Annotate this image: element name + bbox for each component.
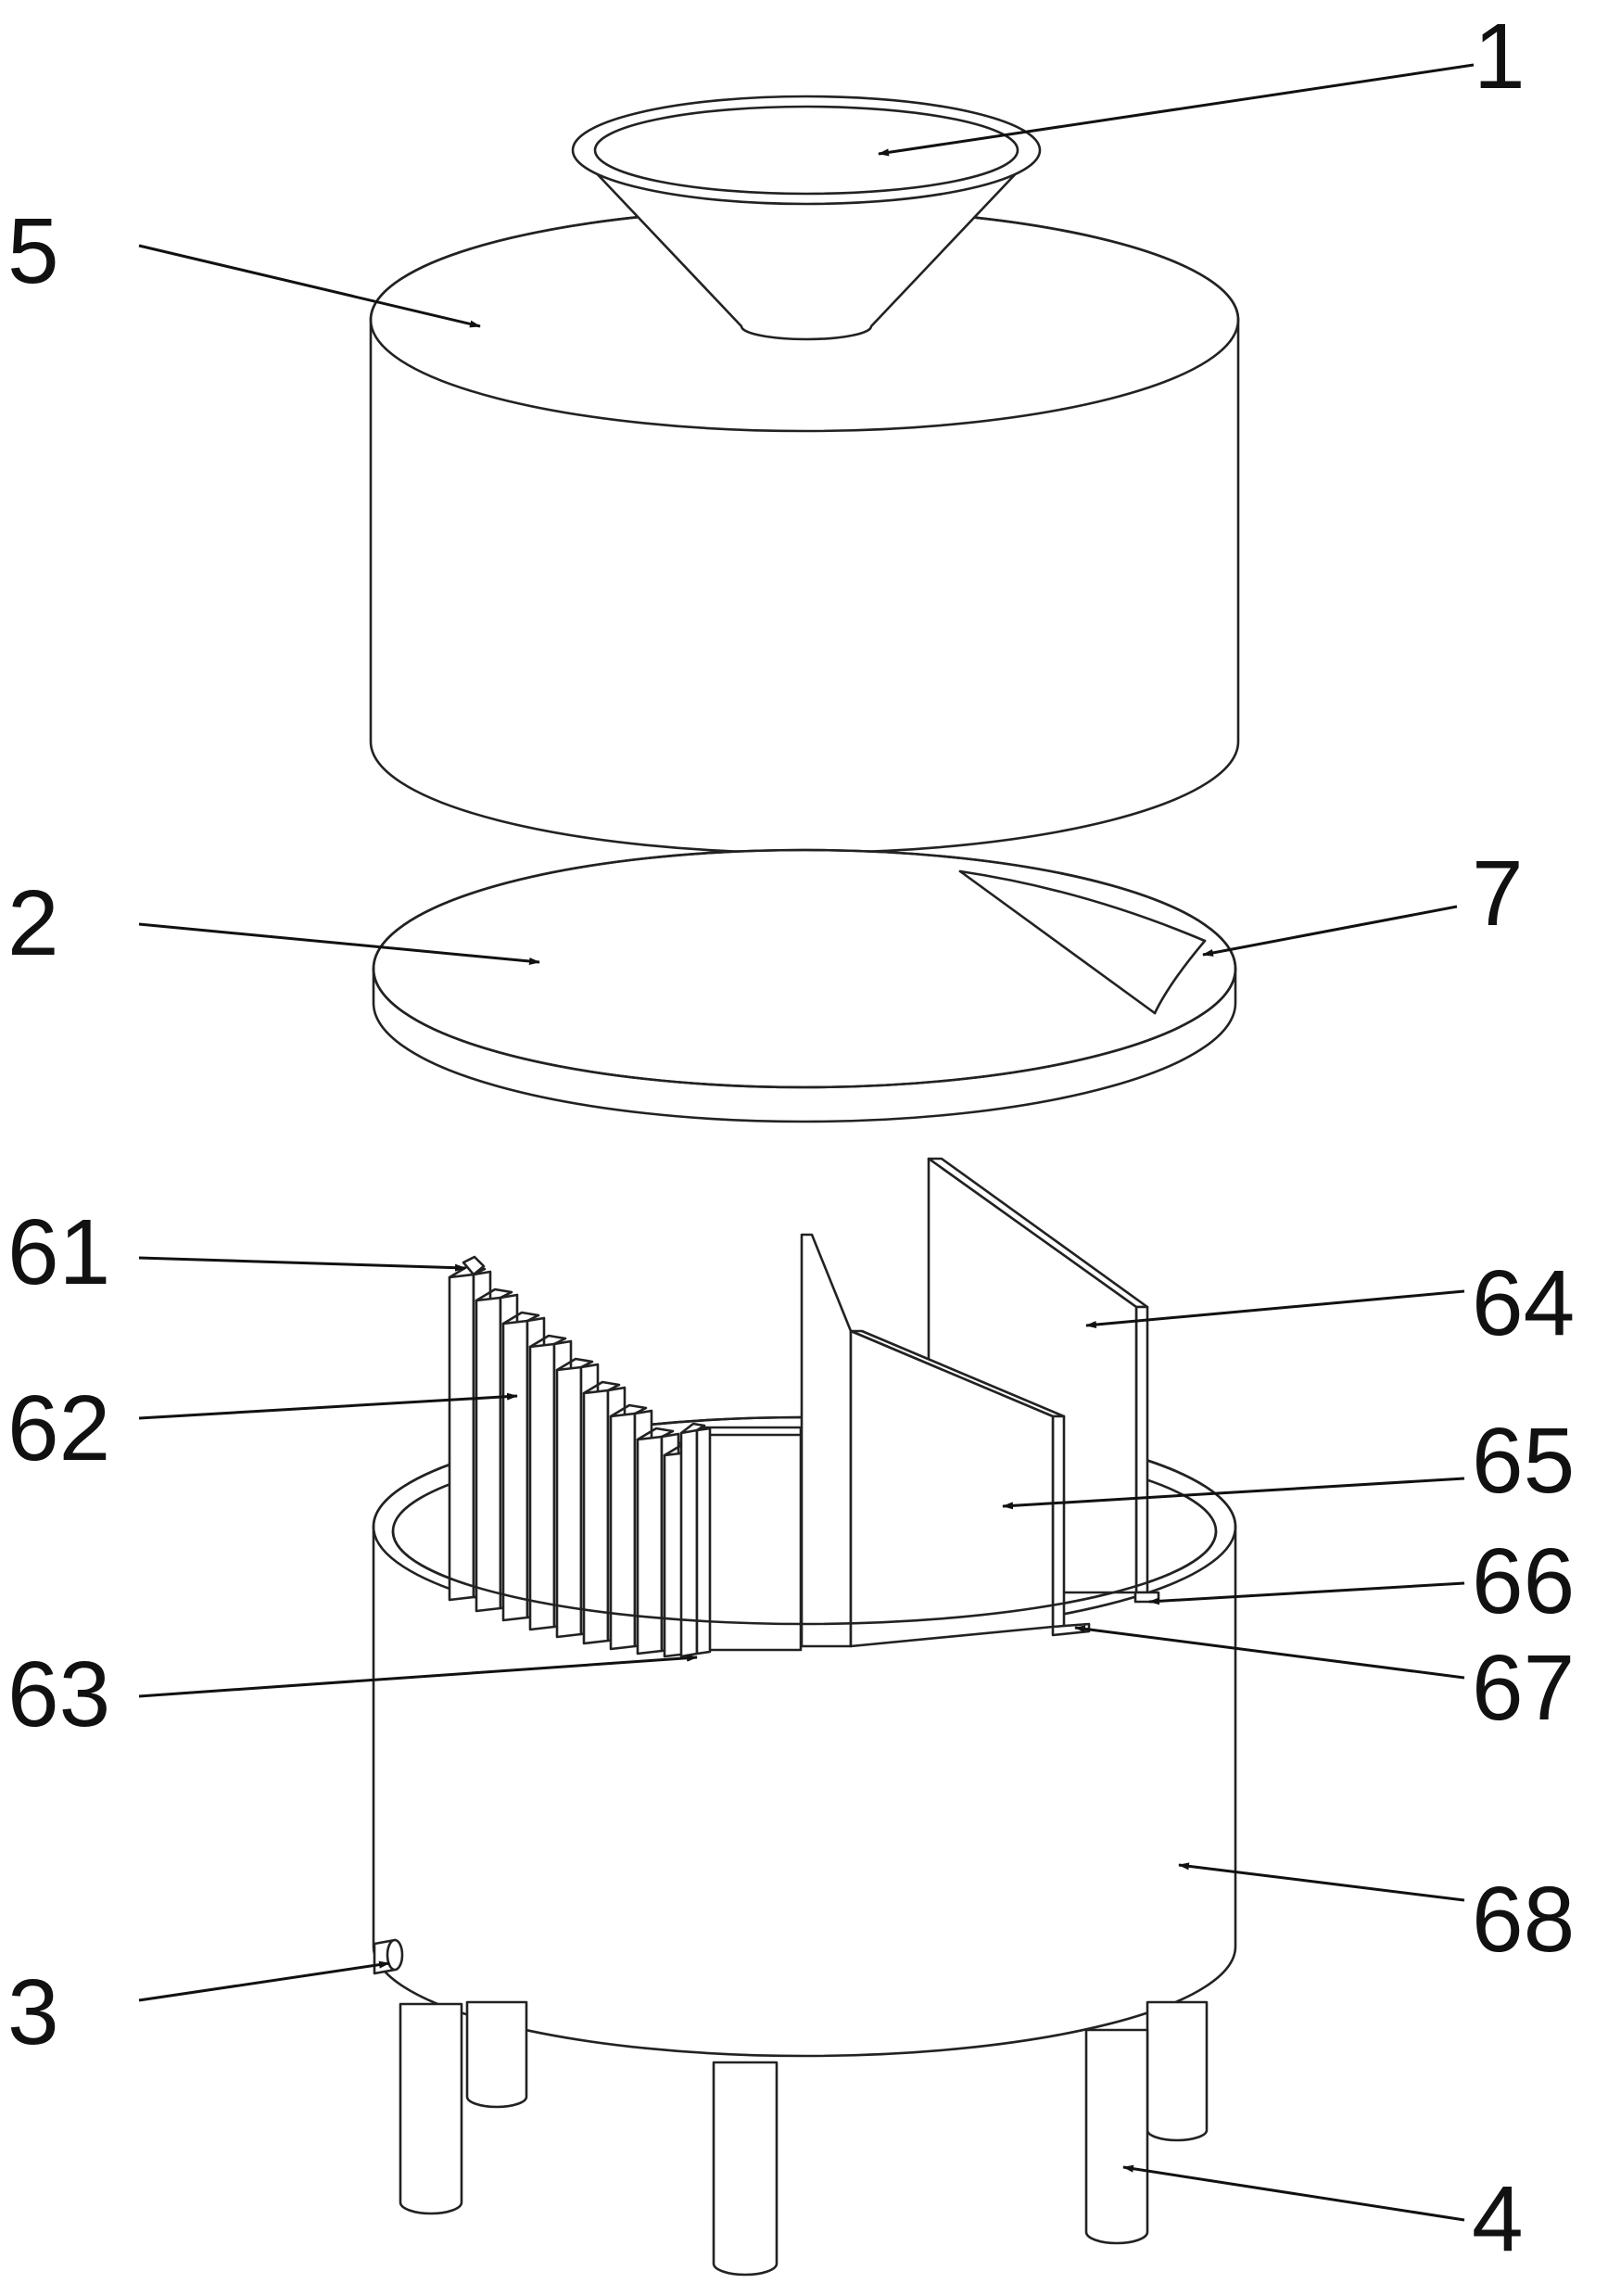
- leader-7: [1202, 905, 1458, 957]
- leader-65: [1002, 1477, 1465, 1510]
- funnel: [571, 95, 1042, 341]
- leader-61: [138, 1256, 466, 1272]
- leader-68: [1178, 1862, 1465, 1902]
- leader-lines: [138, 63, 1475, 2222]
- inner-assembly: [448, 1157, 1160, 1658]
- leader-63: [138, 1654, 698, 1698]
- chute-opening: [958, 869, 1207, 1015]
- upper-cylinder: [369, 207, 1240, 855]
- label-63: 63: [7, 1643, 110, 1746]
- leader-5: [138, 244, 481, 328]
- leader-3: [138, 1960, 390, 2002]
- label-61: 61: [7, 1200, 110, 1304]
- label-62: 62: [7, 1376, 110, 1480]
- label-5: 5: [7, 199, 59, 303]
- label-68: 68: [1472, 1868, 1575, 1972]
- leader-4: [1122, 2164, 1465, 2222]
- label-66: 66: [1472, 1529, 1575, 1633]
- tank-front-rim: [391, 1529, 1218, 1626]
- support-legs: [399, 2000, 1209, 2277]
- label-2: 2: [7, 871, 59, 975]
- label-67: 67: [1472, 1636, 1575, 1740]
- label-64: 64: [1472, 1251, 1575, 1355]
- label-65: 65: [1472, 1409, 1575, 1513]
- plate: [372, 848, 1237, 1123]
- leader-64: [1085, 1289, 1465, 1328]
- leader-62: [138, 1392, 518, 1420]
- leader-66: [1148, 1581, 1465, 1605]
- label-1: 1: [1474, 5, 1526, 108]
- callout-labels: 1 5 2 7 61 62 64 65 66 63 67 68 3 4: [7, 5, 1575, 2271]
- label-4: 4: [1472, 2167, 1524, 2271]
- drain-nozzle: [373, 1938, 404, 1975]
- leader-67: [1074, 1625, 1465, 1680]
- label-7: 7: [1472, 842, 1524, 945]
- leader-1: [878, 63, 1475, 157]
- leader-2: [138, 922, 540, 965]
- label-3: 3: [7, 1960, 59, 2064]
